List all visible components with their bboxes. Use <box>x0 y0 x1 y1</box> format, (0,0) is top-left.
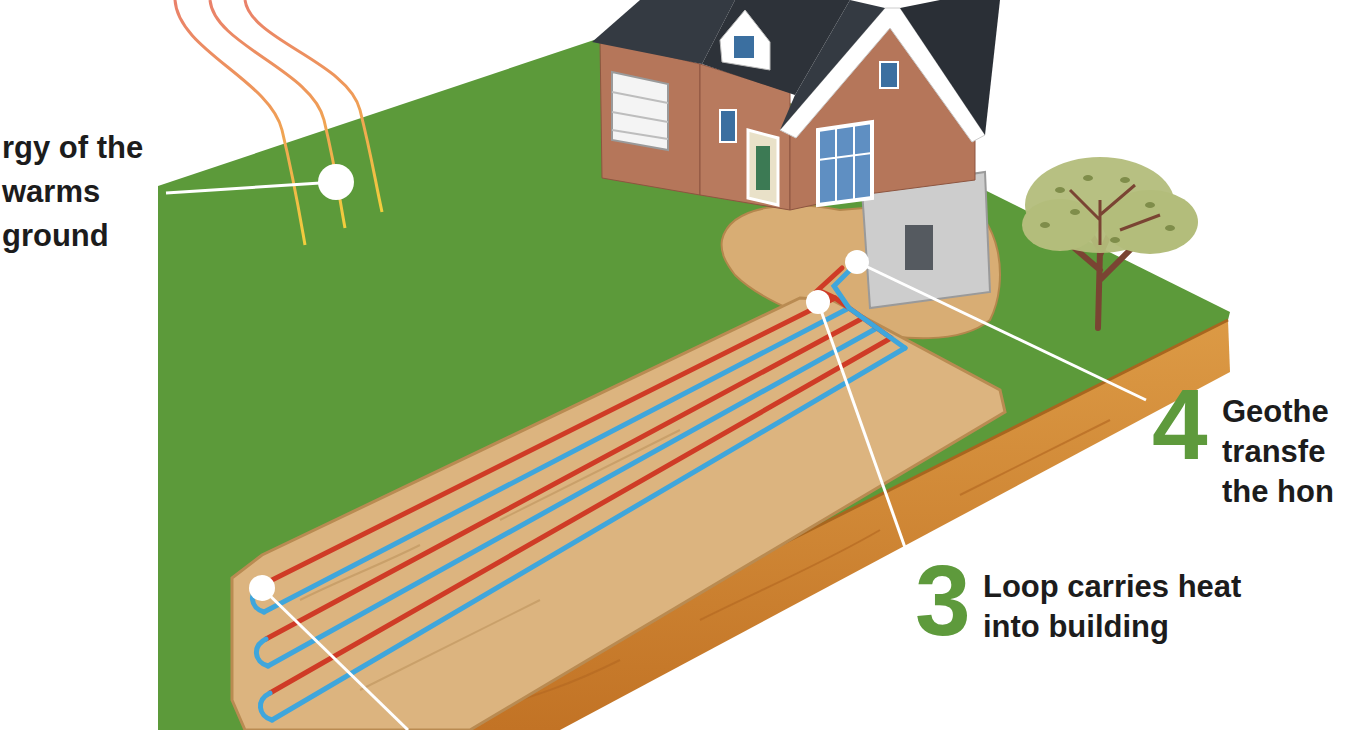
leaf <box>1120 177 1130 183</box>
garage-door <box>612 72 668 150</box>
basement-door <box>905 225 933 270</box>
trench <box>232 298 1005 730</box>
leader-line <box>166 182 336 193</box>
bay-window <box>818 122 872 205</box>
garage-wall <box>600 40 700 195</box>
callout-text: Geothe transfe the hon <box>1222 392 1337 512</box>
leaf <box>1110 237 1120 243</box>
return-pipe <box>264 308 849 612</box>
heat-wave <box>175 0 305 245</box>
roof <box>780 0 885 130</box>
window <box>880 62 898 88</box>
callout-dot <box>318 164 354 200</box>
heat-wave <box>245 0 382 212</box>
callout-dot <box>249 575 275 601</box>
callout-dot <box>806 290 830 314</box>
callout-number: 3 <box>915 550 971 650</box>
dormer <box>720 10 770 70</box>
callout-text: rgy of the warms ground <box>2 126 147 258</box>
pipe-bend <box>256 639 268 666</box>
leaf <box>1083 175 1093 181</box>
leaf <box>1055 187 1065 193</box>
dormer-window <box>734 36 754 58</box>
return-pipe <box>268 328 877 666</box>
pipe-bend <box>260 693 272 720</box>
roof <box>900 0 1000 135</box>
porch <box>748 130 778 205</box>
front-door <box>756 146 770 190</box>
return-pipe <box>272 348 905 720</box>
leaves <box>1040 175 1175 243</box>
supply-pipe <box>266 318 863 639</box>
leader-line <box>262 588 408 730</box>
tree-branches <box>1070 185 1160 245</box>
leaf <box>1165 225 1175 231</box>
leaf <box>1145 202 1155 208</box>
callout-dot <box>845 250 869 274</box>
leader-line <box>857 262 1146 400</box>
callout-text: Loop carries heat into building <box>983 567 1245 647</box>
garage-door-panels <box>612 92 668 139</box>
leaf <box>1040 222 1050 228</box>
leaf <box>1070 209 1080 215</box>
leader-line <box>818 302 908 556</box>
window <box>720 110 736 142</box>
supply-pipe <box>270 338 891 693</box>
callout-number: 4 <box>1152 374 1208 474</box>
window-bars <box>818 125 872 203</box>
